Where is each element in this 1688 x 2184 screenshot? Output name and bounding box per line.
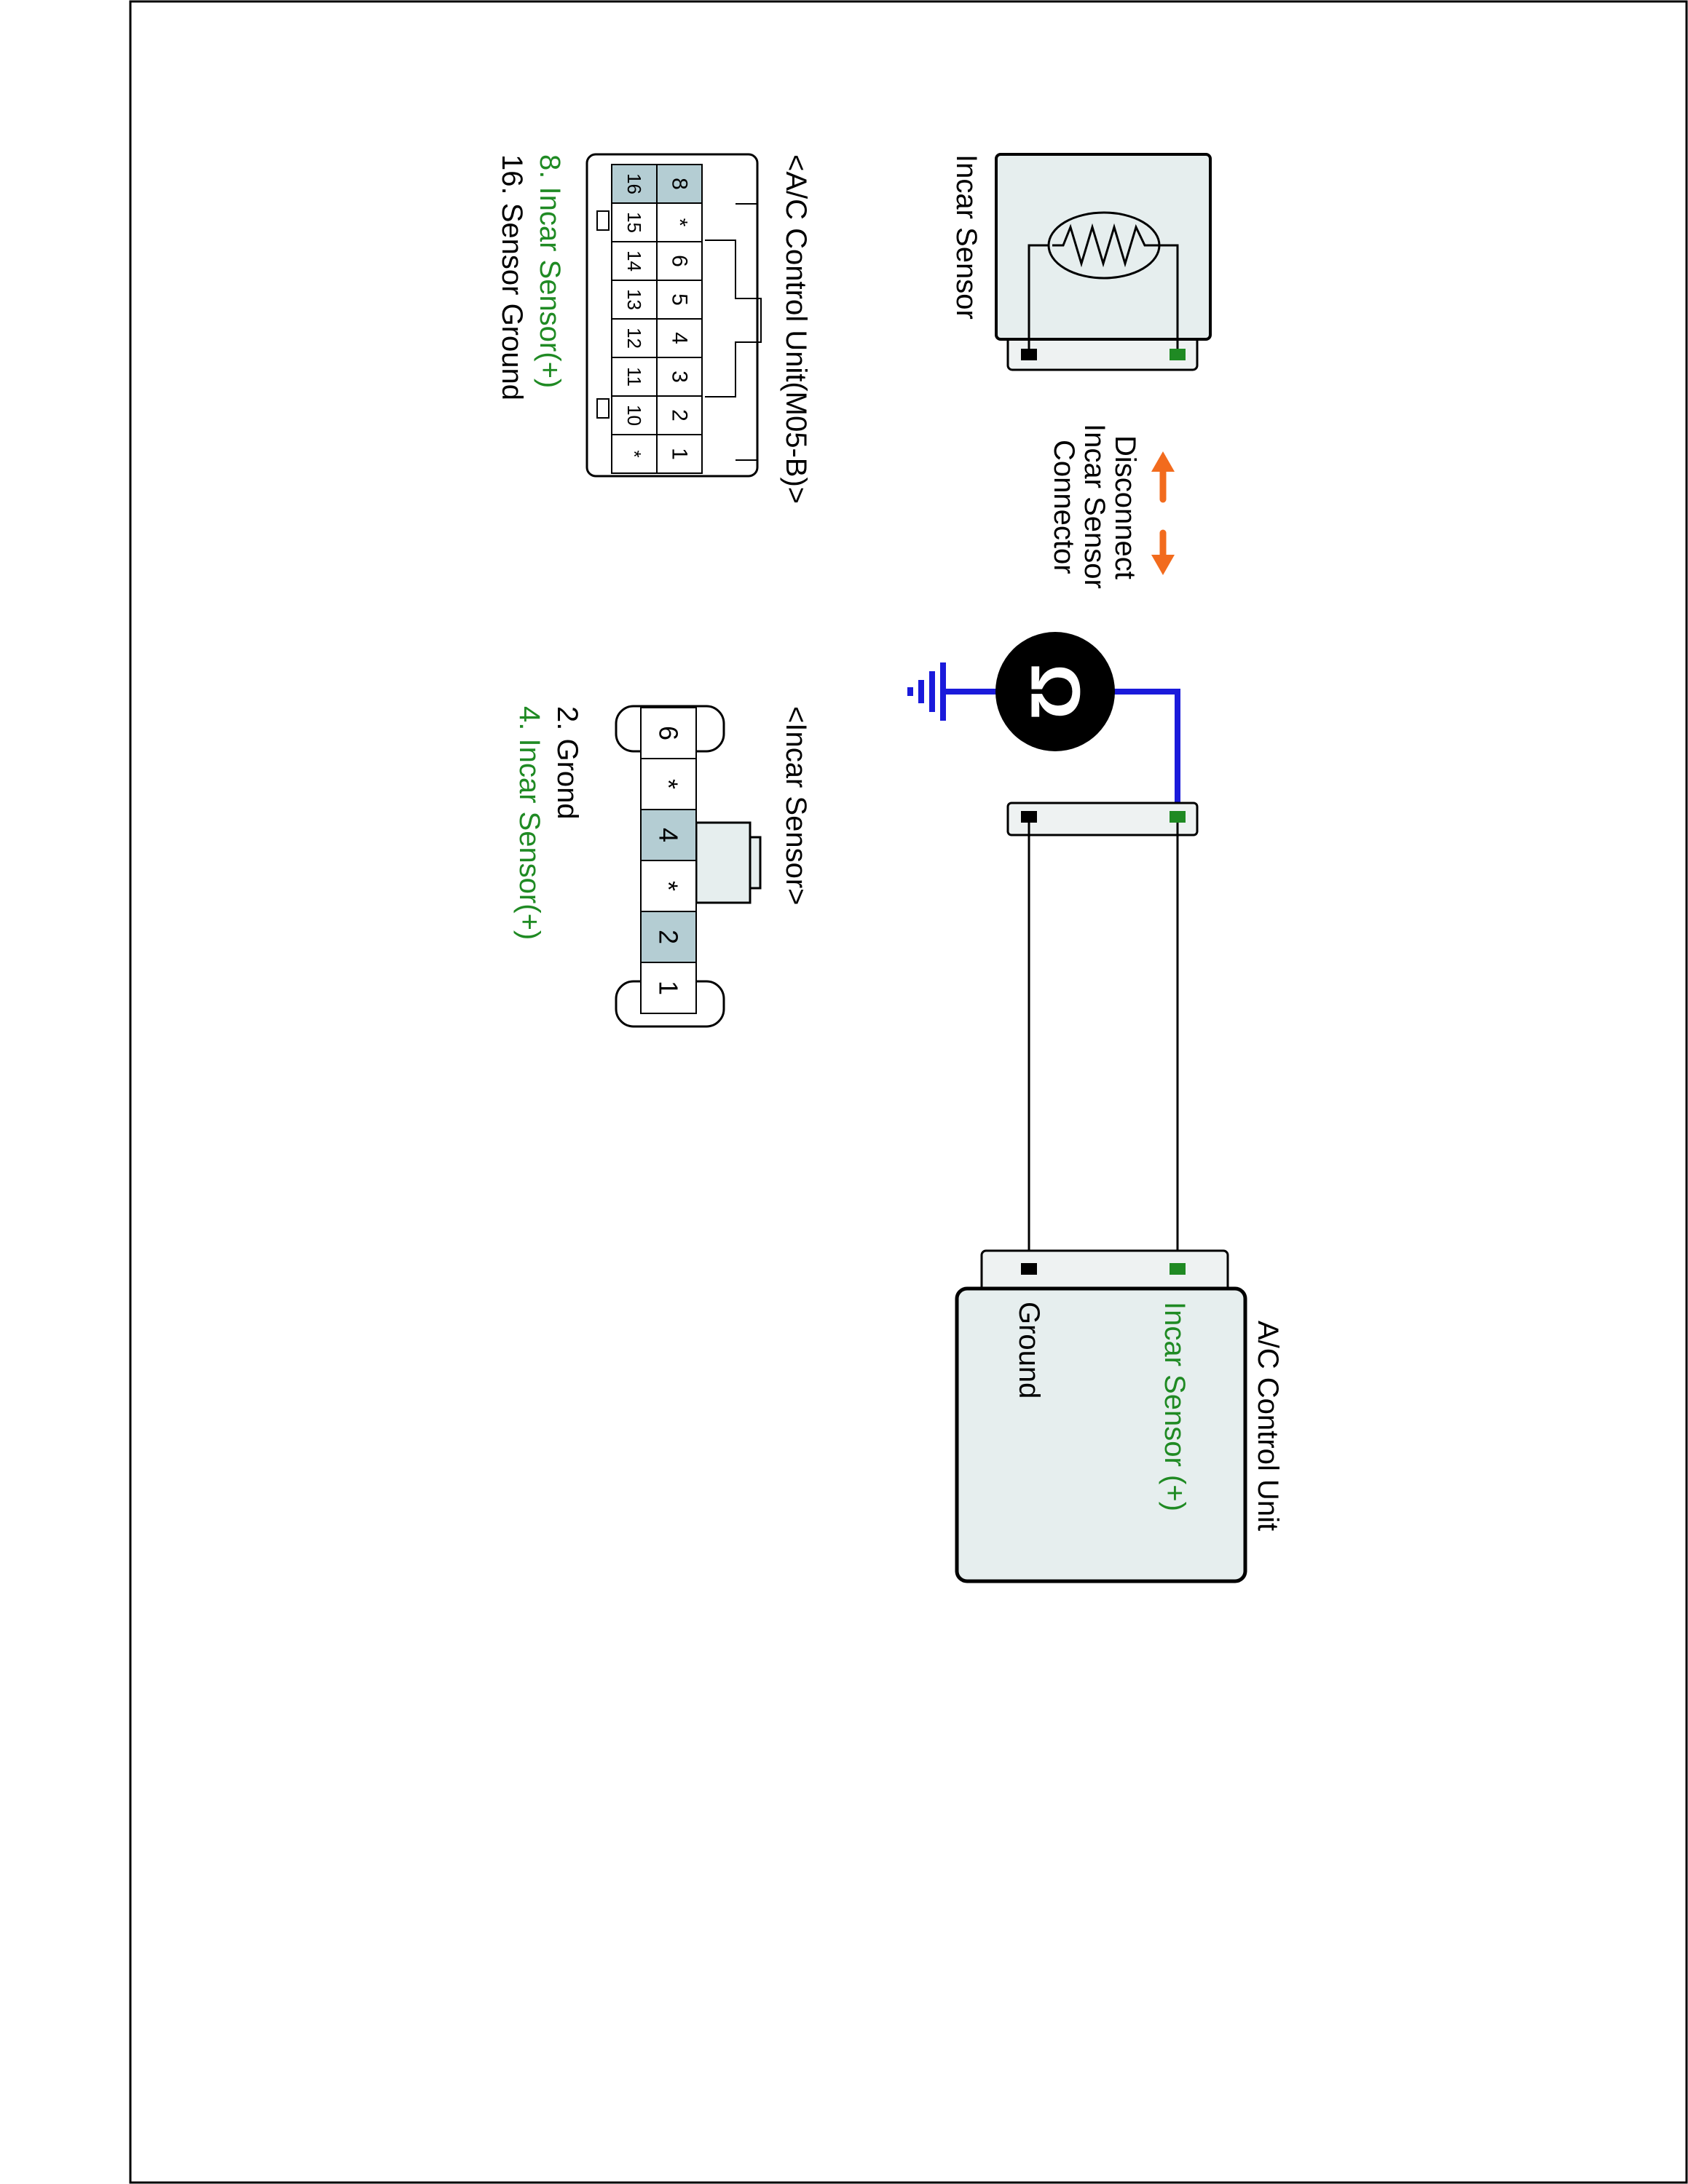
- incar-pin-4: 4: [640, 809, 697, 861]
- ac-pin-12-label: 12: [623, 328, 645, 349]
- ac-pin-6-label: 6: [668, 255, 692, 267]
- ac-pin-blank-2-label: *: [623, 450, 645, 457]
- incar-pin-6-label: 6: [654, 726, 684, 740]
- ac-pin-13-label: 13: [623, 289, 645, 310]
- ac-pin-1-label: 1: [668, 448, 692, 460]
- incar-pin-1-label: 1: [654, 981, 684, 995]
- ac-pin-4-label: 4: [668, 332, 692, 344]
- ohm-symbol: Ω: [1017, 664, 1095, 720]
- ac-pin-16: 16: [611, 164, 658, 204]
- incar-pin-2: 2: [640, 911, 697, 963]
- incar-pin-blank-3-label: *: [654, 881, 684, 891]
- inline-signal-terminal: [1170, 811, 1186, 823]
- ac-pin-3-label: 3: [668, 371, 692, 383]
- ac-pin-11-label: 11: [623, 367, 645, 387]
- ac-pin-10: 10: [611, 395, 658, 435]
- ac-pin-8: 8: [656, 164, 703, 204]
- ac-legend-line-2: 16. Sensor Ground: [496, 154, 528, 400]
- incar-pin-blank-1-label: *: [654, 779, 684, 789]
- incar-legend-line-2: 4. Incar Sensor(+): [513, 706, 545, 940]
- page-border: [129, 0, 1688, 2184]
- ac-control-unit-component: A/C Control Unit Incar Sensor (+) Ground: [955, 1249, 1284, 1583]
- ac-pin-3: 3: [656, 357, 703, 397]
- ac-pin-blank-2: *: [611, 434, 658, 474]
- harness-wiring: [1006, 802, 1199, 1265]
- incar-pin-6: 6: [640, 707, 697, 759]
- ac-pin-2-label: 2: [668, 409, 692, 422]
- ac-pin-blank: *: [656, 202, 703, 242]
- incar-pin-1: 1: [640, 962, 697, 1014]
- ac-connector-title: <A/C Control Unit(M05-B)>: [780, 154, 812, 504]
- incar-sensor-component: Incar Sensor: [950, 153, 1212, 371]
- ac-pin-14: 14: [611, 241, 658, 281]
- ac-pin-15: 15: [611, 202, 658, 242]
- incar-legend-line-1: 2. Grond: [551, 706, 583, 820]
- disconnect-line-1: Disconnect: [1109, 435, 1141, 579]
- inline-connector: [1006, 802, 1199, 836]
- unit-signal-terminal: [1170, 1263, 1186, 1275]
- ground-symbol-icon: [907, 662, 946, 721]
- ac-pin-11: 11: [611, 357, 658, 397]
- ac-pin-4: 4: [656, 318, 703, 358]
- ac-legend-line-1: 8. Incar Sensor(+): [534, 154, 566, 388]
- signal-terminal: [1170, 349, 1186, 360]
- ac-pin-15-label: 15: [623, 212, 645, 233]
- unit-ground-label: Ground: [1013, 1302, 1045, 1398]
- disconnect-note: Disconnect Incar Sensor Connector: [1048, 424, 1175, 589]
- thermistor-resistor-icon: [1052, 223, 1158, 268]
- ac-pin-13: 13: [611, 280, 658, 320]
- probe-lead: [1114, 689, 1180, 818]
- ac-pin-5: 5: [656, 280, 703, 320]
- incar-pin-blank-3: *: [640, 860, 697, 912]
- ac-connector-face: 8 * 6 5 4 3 2 1 16 15 14 13 12 11 10 * <A/C Control Uni…: [496, 153, 812, 504]
- disconnect-line-3: Connector: [1048, 440, 1080, 574]
- incar-connector-title: <Incar Sensor>: [780, 706, 812, 906]
- disconnect-line-2: Incar Sensor: [1078, 424, 1111, 589]
- inline-ground-terminal: [1021, 811, 1037, 823]
- ohmmeter-icon: [995, 632, 1115, 751]
- ac-control-unit-title: A/C Control Unit: [1252, 1321, 1284, 1531]
- incar-sensor-title: Incar Sensor: [950, 154, 982, 320]
- incar-pin-4-label: 4: [654, 828, 684, 842]
- incar-pin-2-label: 2: [654, 930, 684, 944]
- ac-pin-14-label: 14: [623, 250, 645, 272]
- ac-pin-5-label: 5: [668, 293, 692, 306]
- ac-pin-blank-label: *: [668, 218, 692, 227]
- unit-ground-terminal: [1021, 1263, 1037, 1275]
- ac-pin-8-label: 8: [668, 178, 692, 190]
- unit-incar-sensor-label: Incar Sensor (+): [1159, 1302, 1191, 1511]
- ac-pin-16-label: 16: [623, 173, 645, 194]
- ac-pin-2: 2: [656, 395, 703, 435]
- ac-pin-1: 1: [656, 434, 703, 474]
- ohmmeter: Ω: [907, 632, 1180, 818]
- ac-pin-10-label: 10: [623, 405, 645, 426]
- ac-pin-6: 6: [656, 241, 703, 281]
- ac-pin-12: 12: [611, 318, 658, 358]
- ground-terminal: [1021, 349, 1037, 360]
- incar-connector-face: 6 * 4 * 2 1 <Incar Sensor> 2. Grond 4. Incar …: [513, 705, 812, 1028]
- incar-pin-blank-1: *: [640, 758, 697, 810]
